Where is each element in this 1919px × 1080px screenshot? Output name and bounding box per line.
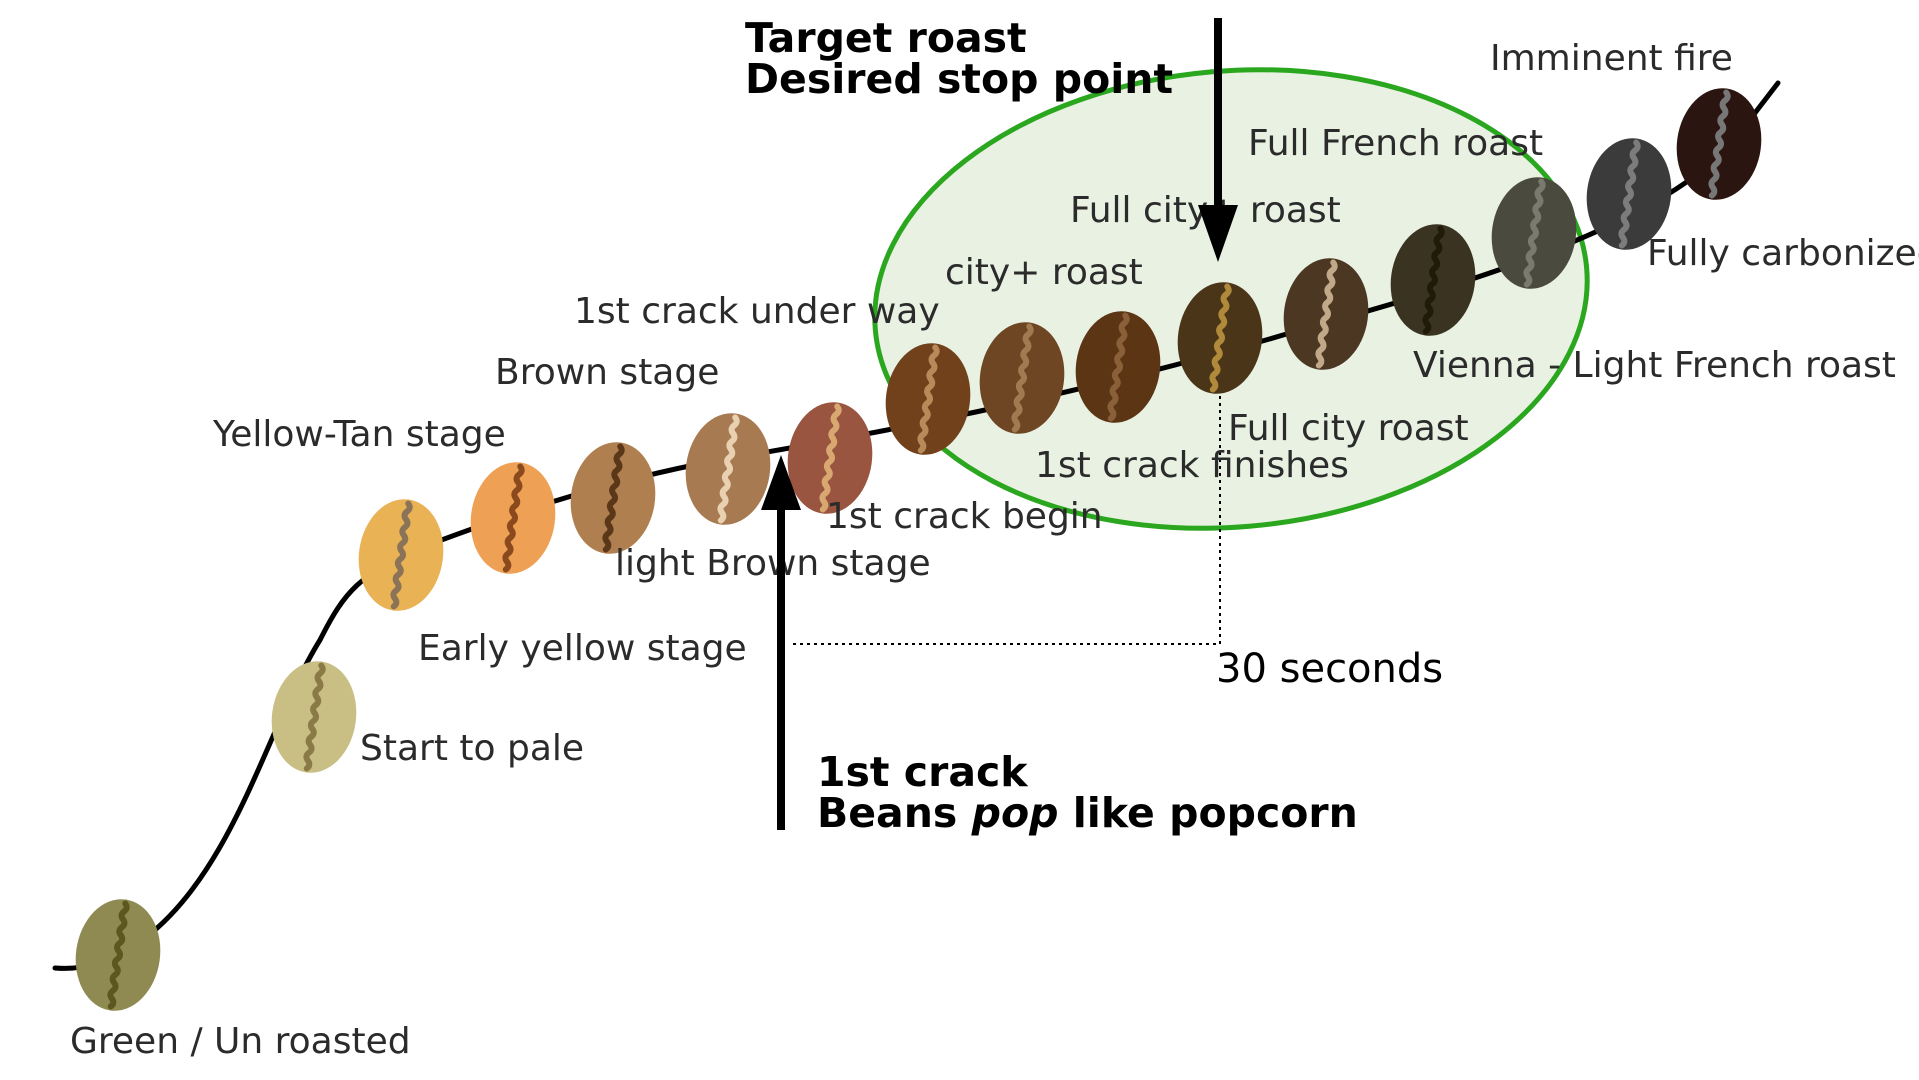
stage-label: Full city roast xyxy=(1228,408,1469,449)
bean-crack-line xyxy=(819,403,842,513)
beans-pop-note-part1: Beans xyxy=(817,789,972,837)
beans-pop-note: Beans pop like popcorn xyxy=(817,789,1358,837)
coffee-bean-icon xyxy=(685,413,771,525)
bean-crack-line xyxy=(502,463,525,573)
bean-crack-line xyxy=(390,500,413,610)
stage-label: light Brown stage xyxy=(615,543,931,584)
coffee-bean-icon xyxy=(570,442,656,554)
bean-crack-line xyxy=(1708,89,1731,199)
coffee-bean-icon xyxy=(1491,177,1577,289)
desired-stop-point-text: Desired stop point xyxy=(745,55,1173,103)
bean-crack-line xyxy=(1422,225,1445,335)
coffee-bean-icon xyxy=(470,462,556,574)
coffee-bean-icon xyxy=(1586,138,1672,250)
down-arrow-icon xyxy=(1198,205,1238,262)
coffee-bean-icon xyxy=(1676,88,1762,200)
stage-label: Vienna - Light French roast xyxy=(1413,345,1896,386)
first-crack-note-title: 1st crack xyxy=(817,748,1029,796)
coffee-bean-icon xyxy=(1075,311,1161,423)
bean-crack-line xyxy=(1315,259,1338,369)
bean-crack-line xyxy=(1209,283,1232,393)
stage-label: Start to pale xyxy=(360,728,584,769)
coffee-bean-icon xyxy=(1177,282,1263,394)
coffee-bean-icon xyxy=(885,343,971,455)
bean-crack-line xyxy=(1523,178,1546,288)
target-roast-title: Target roast xyxy=(745,14,1027,62)
stage-label: Full French roast xyxy=(1248,123,1543,164)
beans-pop-note-part2: like popcorn xyxy=(1058,789,1357,837)
bean-crack-line xyxy=(1618,139,1641,249)
stage-label: Fully carbonized xyxy=(1647,233,1919,274)
bean-crack-line xyxy=(717,414,740,524)
bean-crack-line xyxy=(602,443,625,553)
coffee-bean-icon xyxy=(1390,224,1476,336)
stage-label: 1st crack begin xyxy=(826,496,1103,537)
stage-label: Brown stage xyxy=(495,352,719,393)
stage-label: Green / Un roasted xyxy=(70,1021,411,1062)
coffee-bean-icon xyxy=(358,499,444,611)
coffee-bean-icon xyxy=(1283,258,1369,370)
up-arrow-icon xyxy=(761,455,801,510)
bean-crack-line xyxy=(107,900,130,1010)
coffee-bean-icon xyxy=(75,899,161,1011)
stage-label: Yellow-Tan stage xyxy=(212,414,506,455)
bean-crack-line xyxy=(303,662,326,772)
bean-crack-line xyxy=(1107,312,1130,422)
stage-label: 1st crack finishes xyxy=(1035,445,1349,486)
stage-label: 1st crack under way xyxy=(574,291,940,332)
coffee-bean-icon xyxy=(271,661,357,773)
coffee-bean-icon xyxy=(787,402,873,514)
beans-pop-note-emphasis: pop xyxy=(971,789,1059,837)
stage-label: city+ roast xyxy=(945,252,1143,293)
coffee-bean-icon xyxy=(979,322,1065,434)
bean-crack-line xyxy=(917,344,940,454)
thirty-seconds-label: 30 seconds xyxy=(1216,646,1443,692)
stage-label: Early yellow stage xyxy=(418,628,747,669)
thirty-second-interval-guide xyxy=(793,365,1221,645)
bean-crack-line xyxy=(1011,323,1034,433)
stage-label: Imminent fire xyxy=(1490,38,1733,79)
